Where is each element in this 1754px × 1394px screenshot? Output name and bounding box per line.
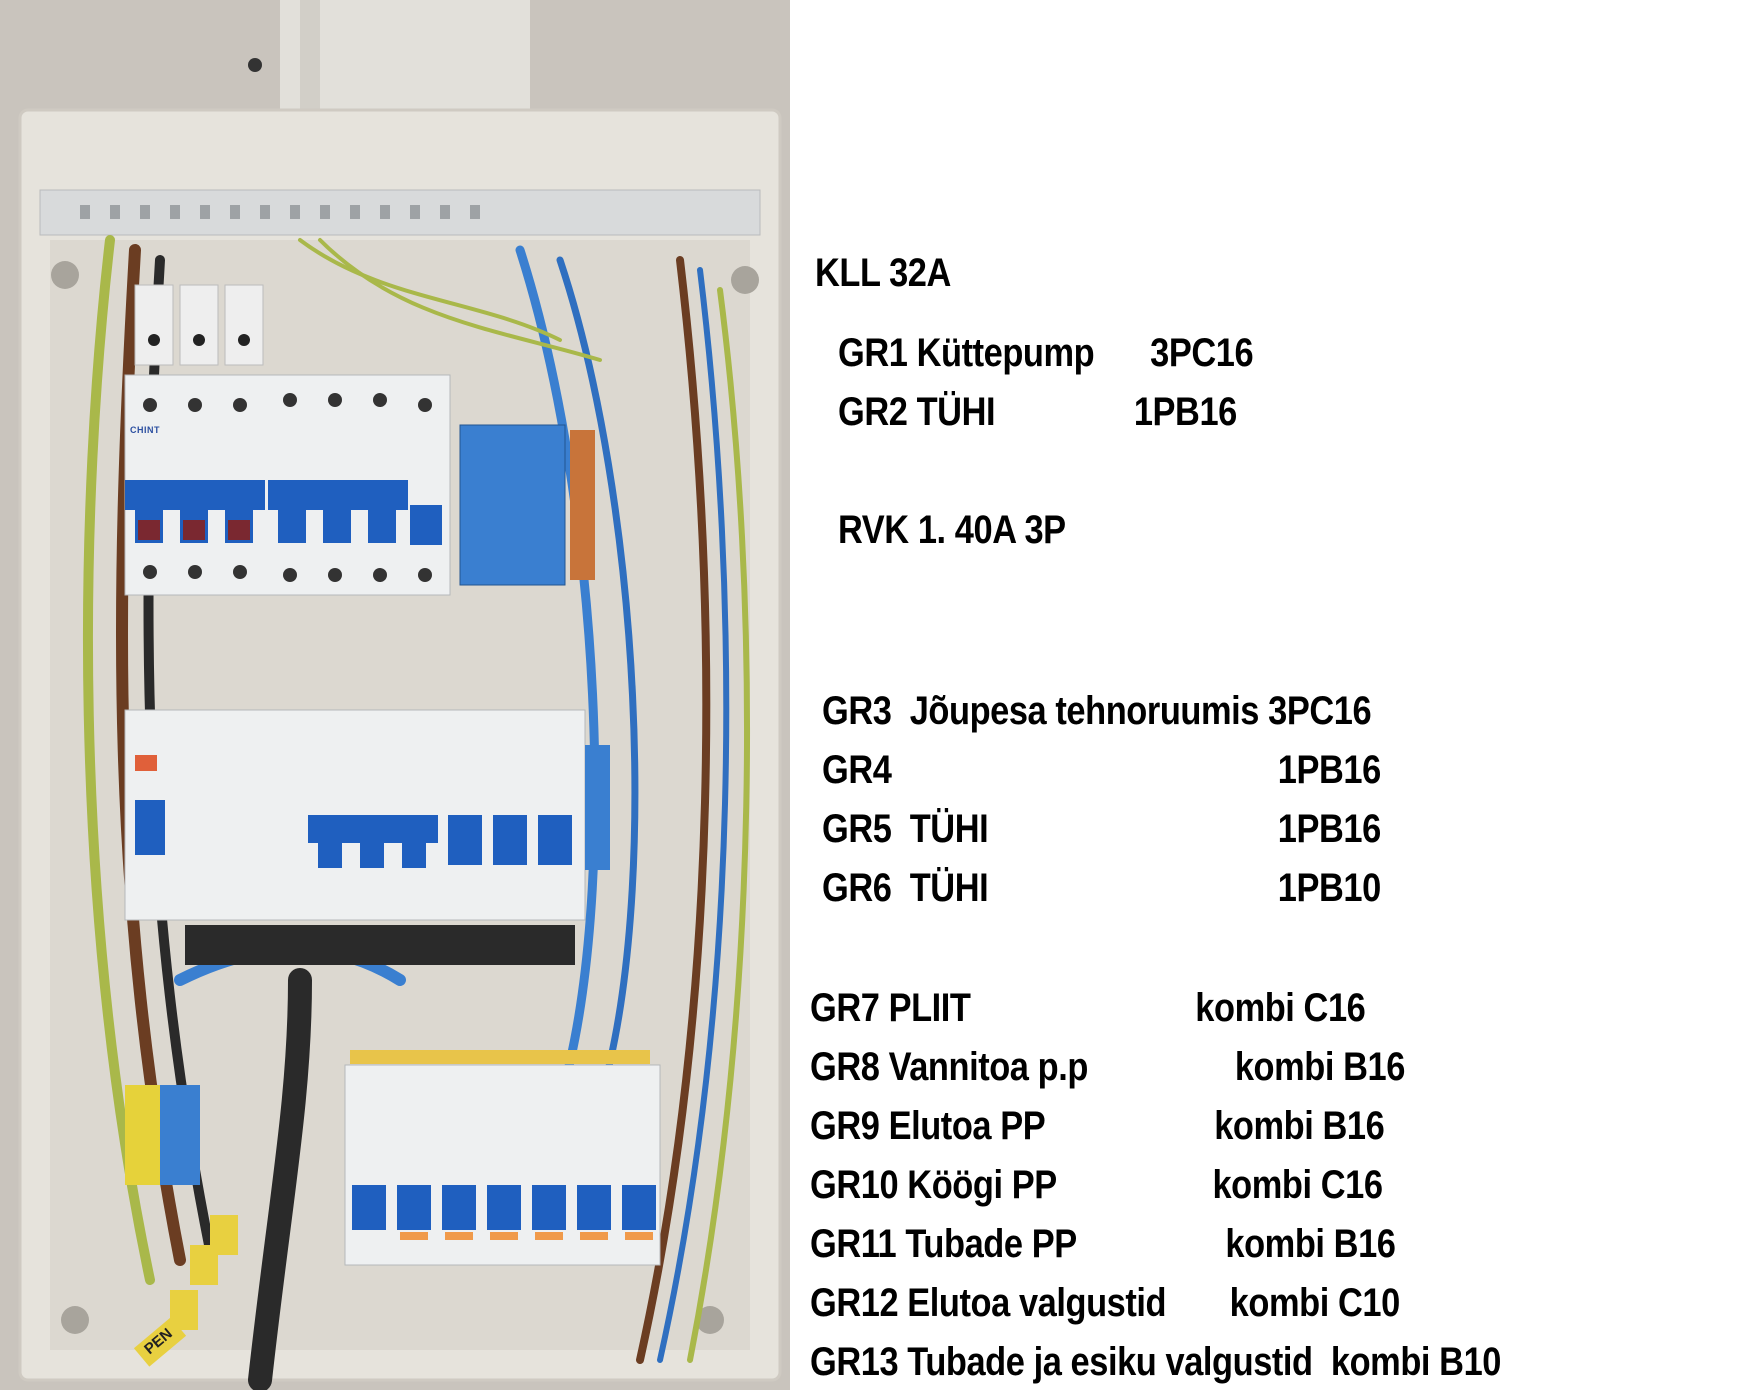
group-id: GR9 xyxy=(810,1104,880,1148)
group-rating: kombi B16 xyxy=(1214,1104,1385,1148)
group-rating: 1PB10 xyxy=(1277,866,1381,910)
group-id: GR13 xyxy=(810,1340,899,1384)
group-name: Elutoa PP xyxy=(888,1104,1046,1148)
rcd-label: RVK 1. 40A 3P xyxy=(838,508,1066,552)
group-name: TÜHI xyxy=(916,390,996,434)
group-id: GR10 xyxy=(810,1163,899,1207)
legend-main: KLL 32A xyxy=(815,250,951,296)
group-rating: kombi C10 xyxy=(1229,1281,1401,1325)
group-name: Küttepump xyxy=(916,331,1095,375)
legend-row: GR9 Elutoa PP kombi B16 xyxy=(810,1103,1385,1149)
legend-row: GR3 Jõupesa tehnoruumis 3PC16 xyxy=(822,688,1372,734)
group-rating: kombi B16 xyxy=(1234,1045,1406,1089)
group-name: Tubade ja esiku valgustid xyxy=(907,1340,1313,1384)
group-rating: kombi C16 xyxy=(1212,1163,1383,1207)
group-name: Vannitoa p.p xyxy=(888,1045,1089,1089)
group-rating: 1PB16 xyxy=(1277,807,1381,851)
group-name: Köögi PP xyxy=(907,1163,1057,1207)
group-name: TÜHI xyxy=(909,807,989,851)
legend-row: GR7 PLIIT kombi C16 xyxy=(810,985,1366,1031)
group-id: GR11 xyxy=(810,1222,897,1266)
group-id: GR12 xyxy=(810,1281,899,1325)
legend-row: GR10 Köögi PP kombi C16 xyxy=(810,1162,1383,1208)
main-label: KLL 32A xyxy=(815,251,951,295)
legend-row: GR8 Vannitoa p.p kombi B16 xyxy=(810,1044,1405,1090)
group-id: GR5 xyxy=(822,807,892,851)
group-name: TÜHI xyxy=(909,866,989,910)
distribution-board-photo: CHINT PEN xyxy=(0,0,790,1390)
group-id: GR2 xyxy=(838,390,908,434)
group-rating: 3PC16 xyxy=(1268,689,1372,733)
group-id: GR3 xyxy=(822,689,892,733)
group-name: PLIIT xyxy=(888,986,971,1030)
legend-row: GR1 Küttepump 3PC16 xyxy=(838,330,1254,376)
legend-row: GR2 TÜHI 1PB16 xyxy=(838,389,1237,435)
group-id: GR1 xyxy=(838,331,908,375)
distribution-board-illustration xyxy=(0,0,790,1390)
group-name: Tubade PP xyxy=(905,1222,1077,1266)
group-rating: 1PB16 xyxy=(1277,748,1381,792)
group-id: GR4 xyxy=(822,748,892,792)
legend-row: GR6 TÜHI 1PB10 xyxy=(822,865,1381,911)
group-id: GR7 xyxy=(810,986,880,1030)
group-name: Elutoa valgustid xyxy=(907,1281,1167,1325)
breaker-brand-label: CHINT xyxy=(130,425,160,435)
group-rating: kombi C16 xyxy=(1195,986,1366,1030)
legend-row: GR4 1PB16 xyxy=(822,747,1381,793)
legend-row: GR11 Tubade PP kombi B16 xyxy=(810,1221,1396,1267)
legend-row: GR13 Tubade ja esiku valgustid kombi B10 xyxy=(810,1339,1501,1385)
group-rating: 3PC16 xyxy=(1150,331,1254,375)
legend-rcd: RVK 1. 40A 3P xyxy=(838,507,1066,553)
group-rating: 1PB16 xyxy=(1133,390,1237,434)
legend-row: GR5 TÜHI 1PB16 xyxy=(822,806,1381,852)
group-id: GR8 xyxy=(810,1045,880,1089)
legend-row: GR12 Elutoa valgustid kombi C10 xyxy=(810,1280,1400,1326)
group-name: Jõupesa tehnoruumis xyxy=(909,689,1260,733)
group-rating: kombi B16 xyxy=(1225,1222,1396,1266)
group-id: GR6 xyxy=(822,866,892,910)
group-rating: kombi B10 xyxy=(1330,1340,1502,1384)
